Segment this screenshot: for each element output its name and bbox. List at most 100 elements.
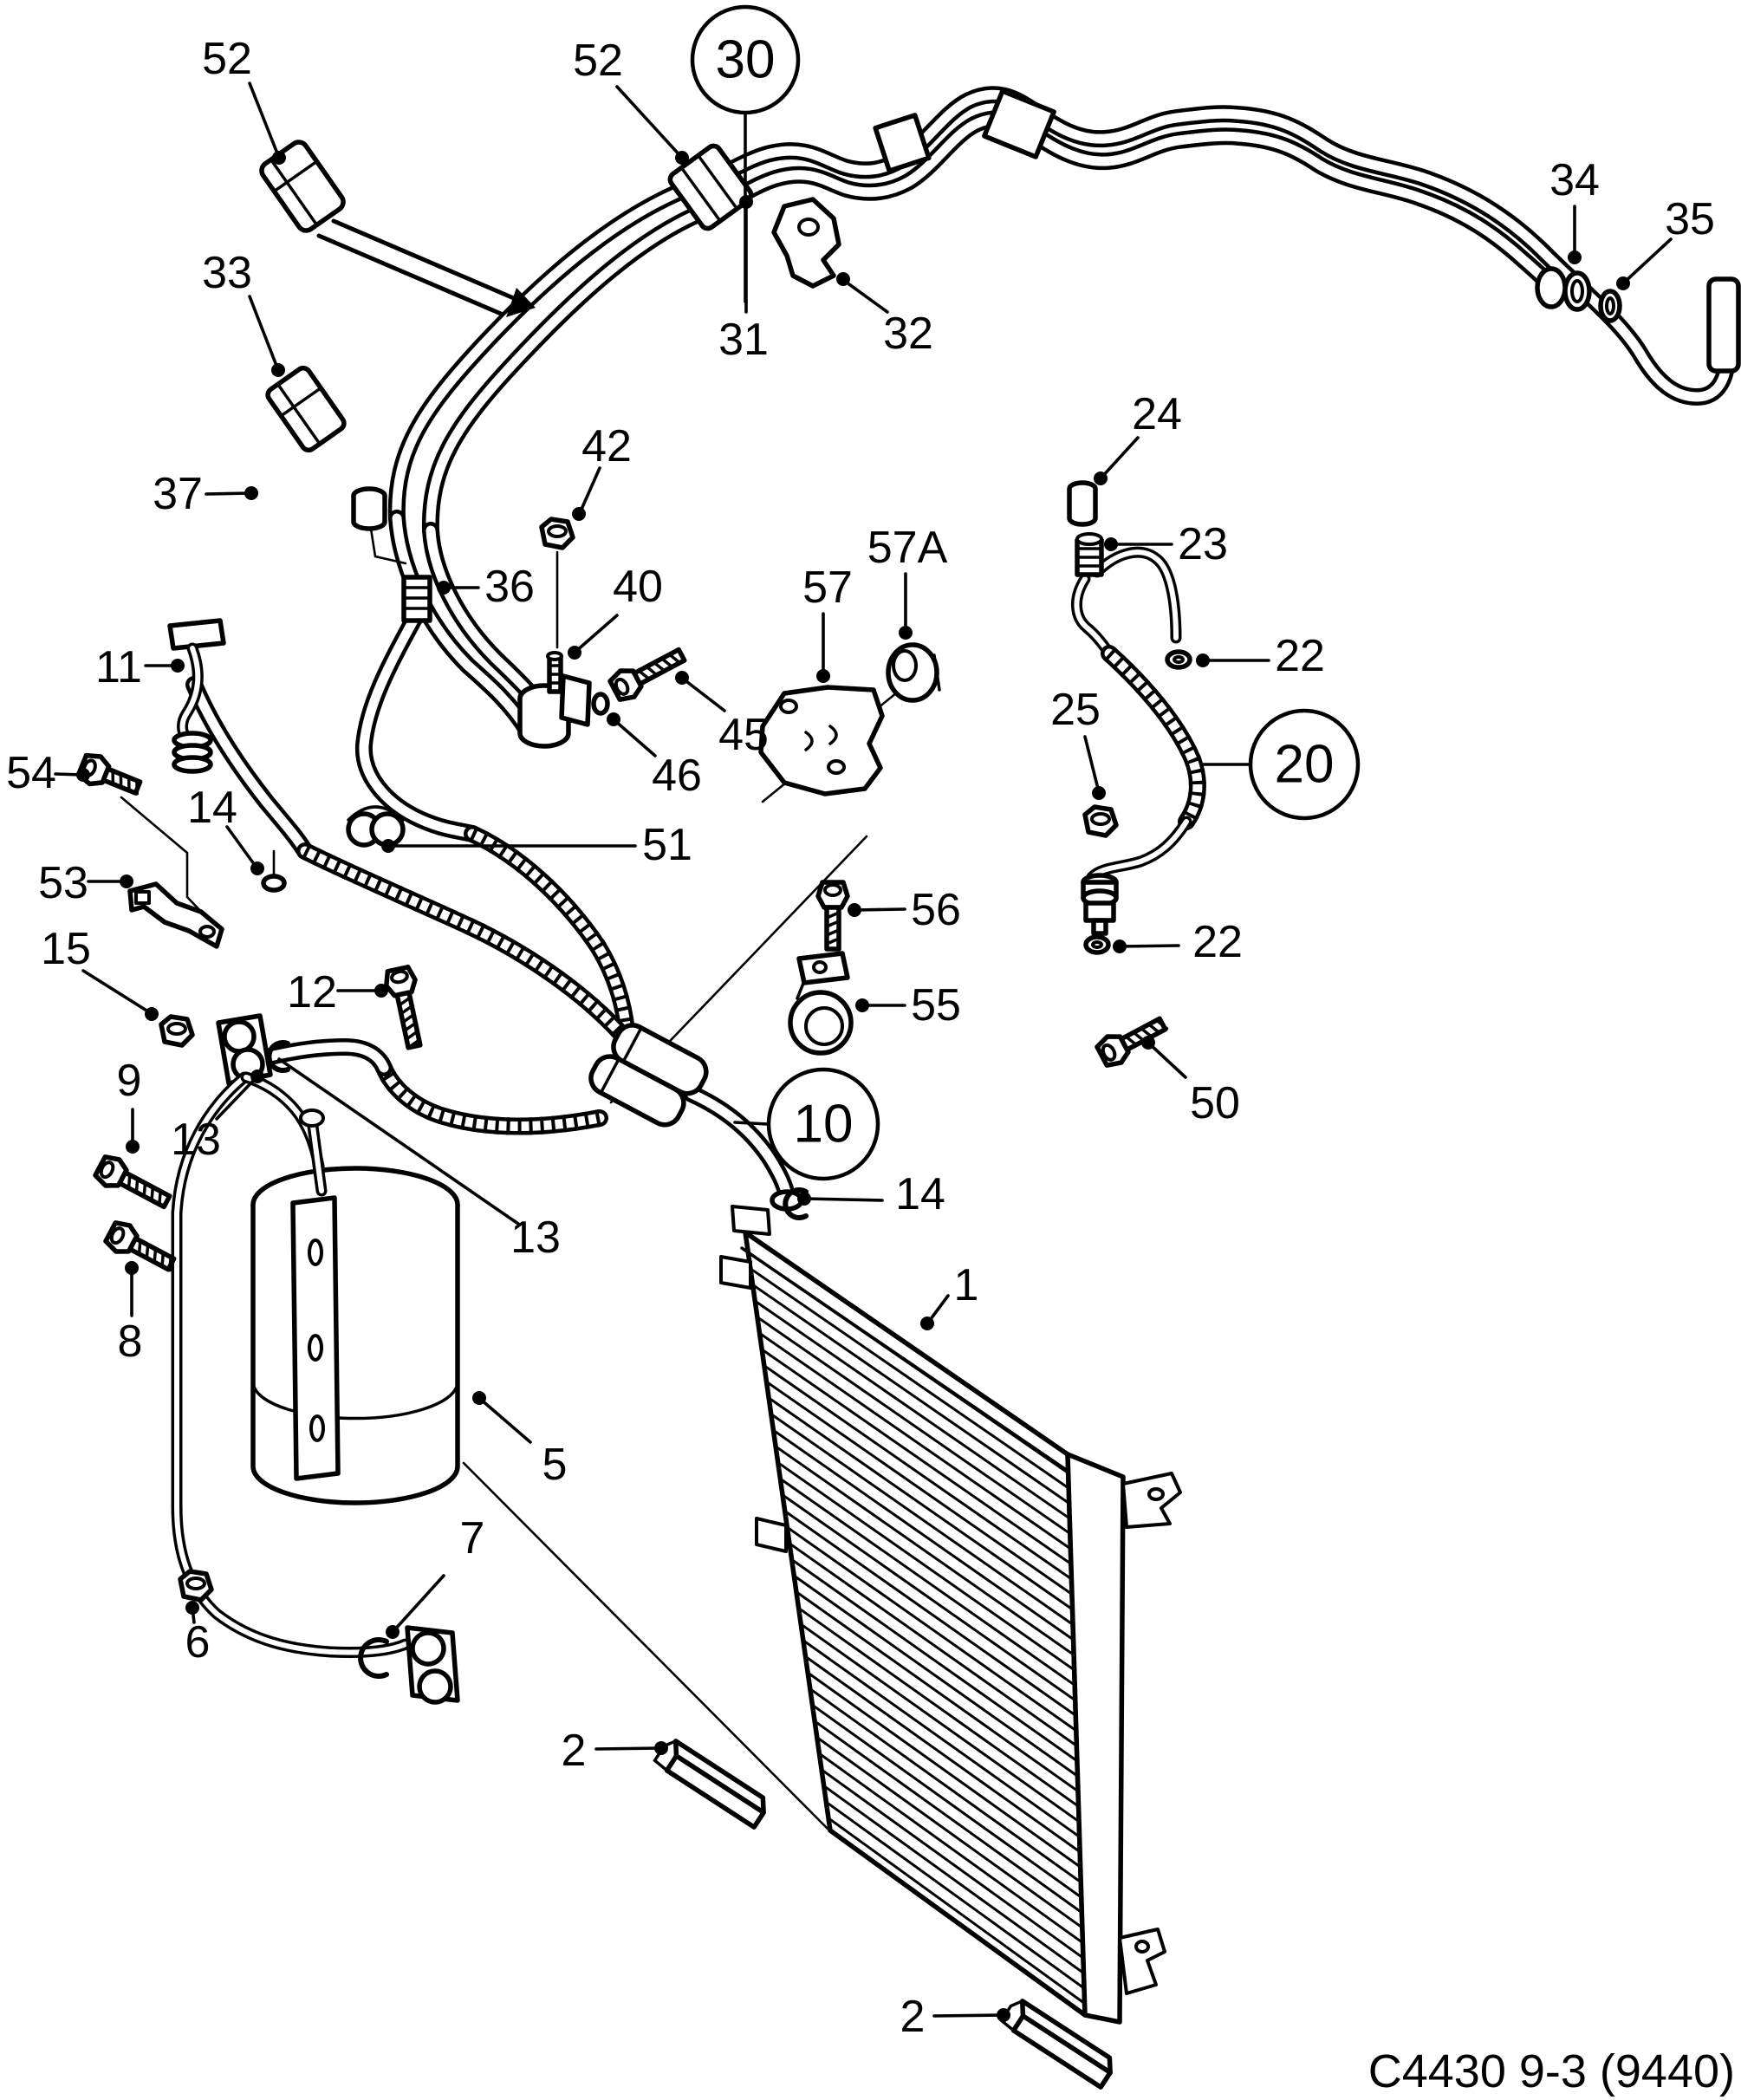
callout-45: 45 [675,671,769,760]
leader-dot [997,2008,1010,2022]
pipe-end-block [1706,276,1741,374]
part-number: 2 [900,1992,926,2042]
nut [539,517,575,550]
part-number: 12 [287,967,337,1017]
hose-10-eye-fitting [216,1013,273,1086]
bolt [607,647,687,702]
clip-52-installed [667,143,754,231]
callout-32: 32 [836,272,933,359]
nut [1082,804,1119,838]
part-number: 15 [41,924,91,974]
callout-11: 11 [95,642,185,692]
leader-dot [1568,250,1582,264]
bolt [815,880,850,952]
part-number: 40 [613,562,663,612]
callout-57: 57 [802,562,853,683]
callout-10: 10 [733,1067,880,1181]
manifold-barrel [517,699,571,749]
callout-52-a: 52 [202,34,286,165]
snap-ring-14-lower [783,1187,809,1220]
clip-52-arrow [316,218,536,317]
diagram-code: C4430 9-3 (9440) [1368,2045,1735,2097]
bracket-53 [127,881,224,949]
callout-13-mid: 13 [277,1057,561,1263]
part-number: 11 [95,642,142,692]
part-number: 54 [6,748,56,798]
callout-5: 5 [472,1391,567,1490]
callout-22-up: 22 [1196,631,1325,681]
callout-2-a: 2 [562,1726,668,1776]
o-ring-34-hole [1570,279,1584,303]
assembly-circle [690,4,801,115]
assembly-circle [766,1067,880,1181]
part-number: 52 [202,34,252,84]
leader-dot [855,998,869,1012]
part-number: 8 [118,1317,143,1367]
part-number: 57 [802,562,853,613]
callout-7: 7 [386,1513,484,1639]
leader-dot [654,1741,668,1755]
hose-assembly-30 [387,86,1741,741]
clip-51 [346,805,406,848]
hook-bracket-32 [771,197,841,289]
bolt [1095,1016,1169,1068]
part-number: 13 [171,1115,221,1165]
part-number: 9 [117,1056,142,1106]
part-number: 37 [153,469,203,519]
condenser [719,1205,1182,2025]
o-ring-46 [591,692,610,716]
leader-dot [568,646,581,660]
receiver-inlet-cap [299,1109,325,1128]
part-number: 22 [1192,917,1243,967]
condenser-bracket-right-hole [1147,1487,1165,1501]
snap-ring-13-upper [266,1040,290,1073]
part-number: 14 [187,783,237,833]
receiver-body [250,1205,460,1505]
leader-dot [145,1007,159,1021]
bolt-54-line [120,796,208,919]
clamp-55 [788,951,854,1056]
callout-25: 25 [1050,685,1106,800]
nut [178,1569,214,1603]
condenser-fitting-lower [755,1517,788,1553]
part-number: 36 [484,562,535,612]
leader-dot [120,874,133,888]
bolt [384,965,423,1050]
leader-dot [675,151,689,165]
part-number: 55 [911,980,961,1030]
leader-dot [272,151,286,165]
mount-channel-upper [653,1739,766,1830]
part-number: 35 [1665,194,1715,244]
hose-10-junction-block [588,1023,709,1128]
leader-dot [675,671,689,685]
pipe-11 [167,618,226,774]
leader-dot [1094,471,1108,485]
callout-30: 30 [690,4,801,303]
bolt [103,1220,177,1272]
part-number: 30 [716,30,776,90]
callout-13-ul: 13 [171,1070,264,1165]
callout-14-up: 14 [187,783,264,875]
part-number: 51 [642,820,692,870]
grommet-57A [886,642,941,703]
part-number: 5 [542,1440,568,1490]
leader-dot [816,669,830,683]
callout-56: 56 [848,885,961,935]
callout-9: 9 [117,1056,142,1154]
part-number: 33 [202,248,252,298]
part-number: 13 [510,1213,561,1263]
bracket-57 [758,685,885,796]
leader-dot [848,903,861,917]
callout-42: 42 [572,421,632,521]
callout-34: 34 [1549,155,1600,264]
condenser-bracket-bottom [1118,1928,1166,1995]
part-number: 20 [1275,735,1335,795]
leader-dot [271,363,285,377]
callout-33: 33 [202,248,285,377]
manifold-junction [351,480,1098,749]
leader-dot [1113,939,1127,953]
callout-37: 37 [153,469,258,519]
